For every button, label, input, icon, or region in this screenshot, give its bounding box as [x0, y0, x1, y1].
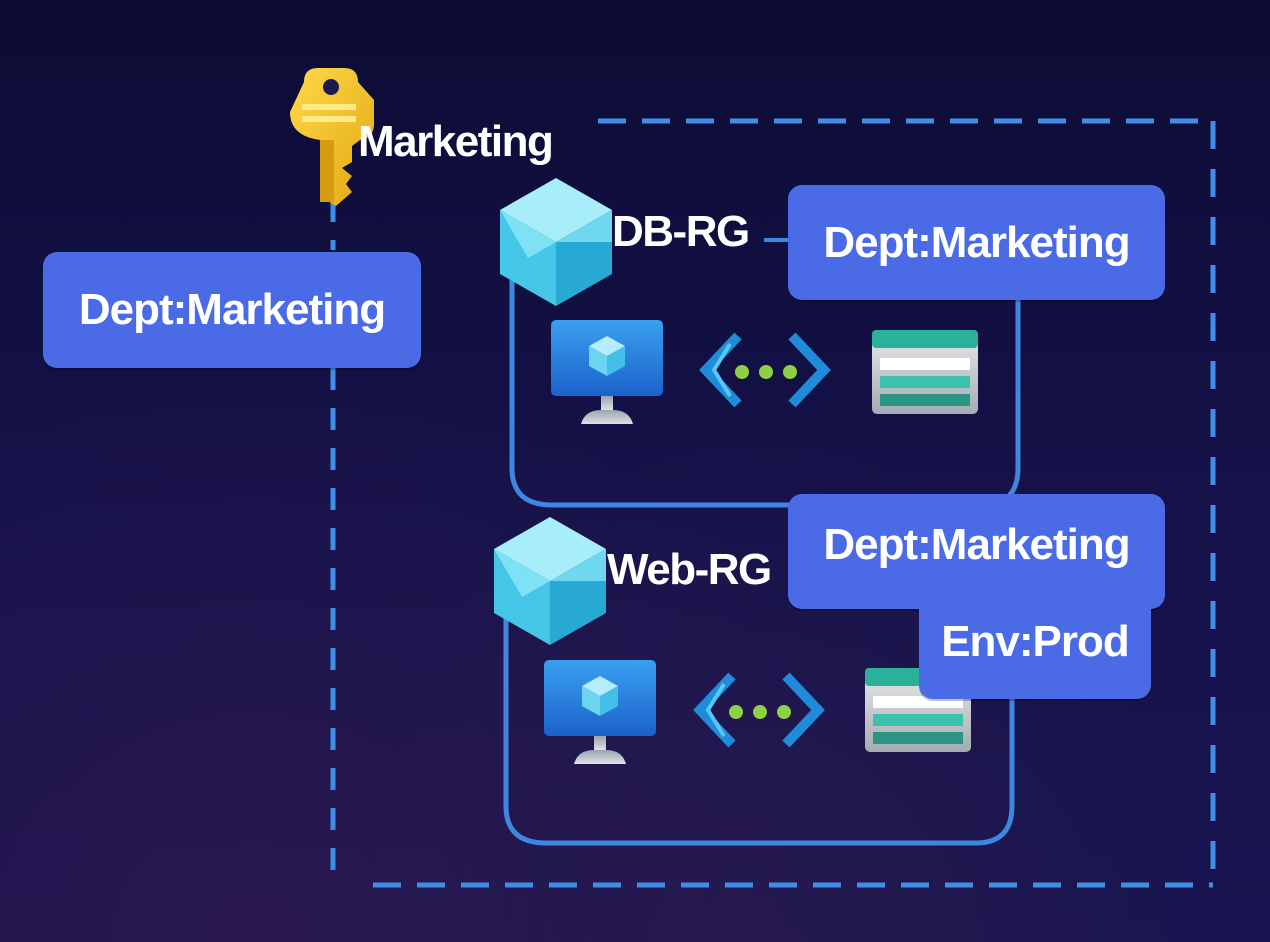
web-rg-cube-icon	[494, 517, 606, 645]
subscription-tag: Dept:Marketing	[43, 252, 421, 368]
subscription-boundary	[330, 118, 1216, 888]
db-rg-name: DB-RG	[612, 207, 750, 256]
web-virtual-network-icon	[693, 672, 825, 748]
web-rg-boundary	[503, 607, 1015, 846]
db-rg-tag-dept: Dept:Marketing	[788, 185, 1165, 300]
key-icon	[290, 68, 374, 206]
web-rg-tag-env: Env:Prod	[919, 585, 1151, 699]
db-virtual-machine-icon	[551, 320, 663, 424]
db-virtual-network-icon	[699, 332, 831, 408]
subscription-name: Marketing	[358, 117, 554, 166]
db-rg-boundary	[509, 267, 1021, 508]
db-rg-cube-icon	[500, 178, 612, 306]
db-storage-account-icon	[872, 330, 978, 414]
web-virtual-machine-icon	[544, 660, 656, 764]
web-rg-name: Web-RG	[607, 545, 772, 594]
